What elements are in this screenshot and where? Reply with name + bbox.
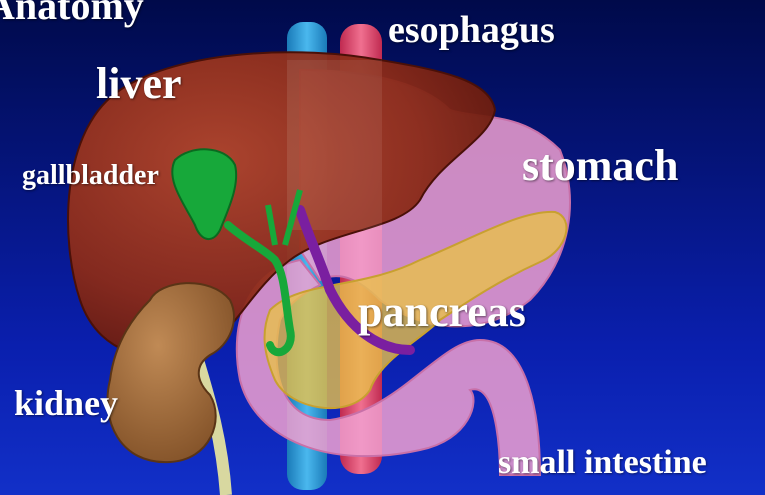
label-liver: liver xyxy=(96,58,182,109)
label-gallbladder: gallbladder xyxy=(22,160,159,192)
label-pancreas: pancreas xyxy=(358,286,526,337)
label-kidney: kidney xyxy=(14,382,118,424)
label-small-intestine: small intestine xyxy=(498,444,707,482)
liver-vessel-overlay xyxy=(287,60,382,230)
slide-title: Anatomy xyxy=(0,0,144,29)
label-esophagus: esophagus xyxy=(388,8,555,52)
label-stomach: stomach xyxy=(522,140,678,191)
